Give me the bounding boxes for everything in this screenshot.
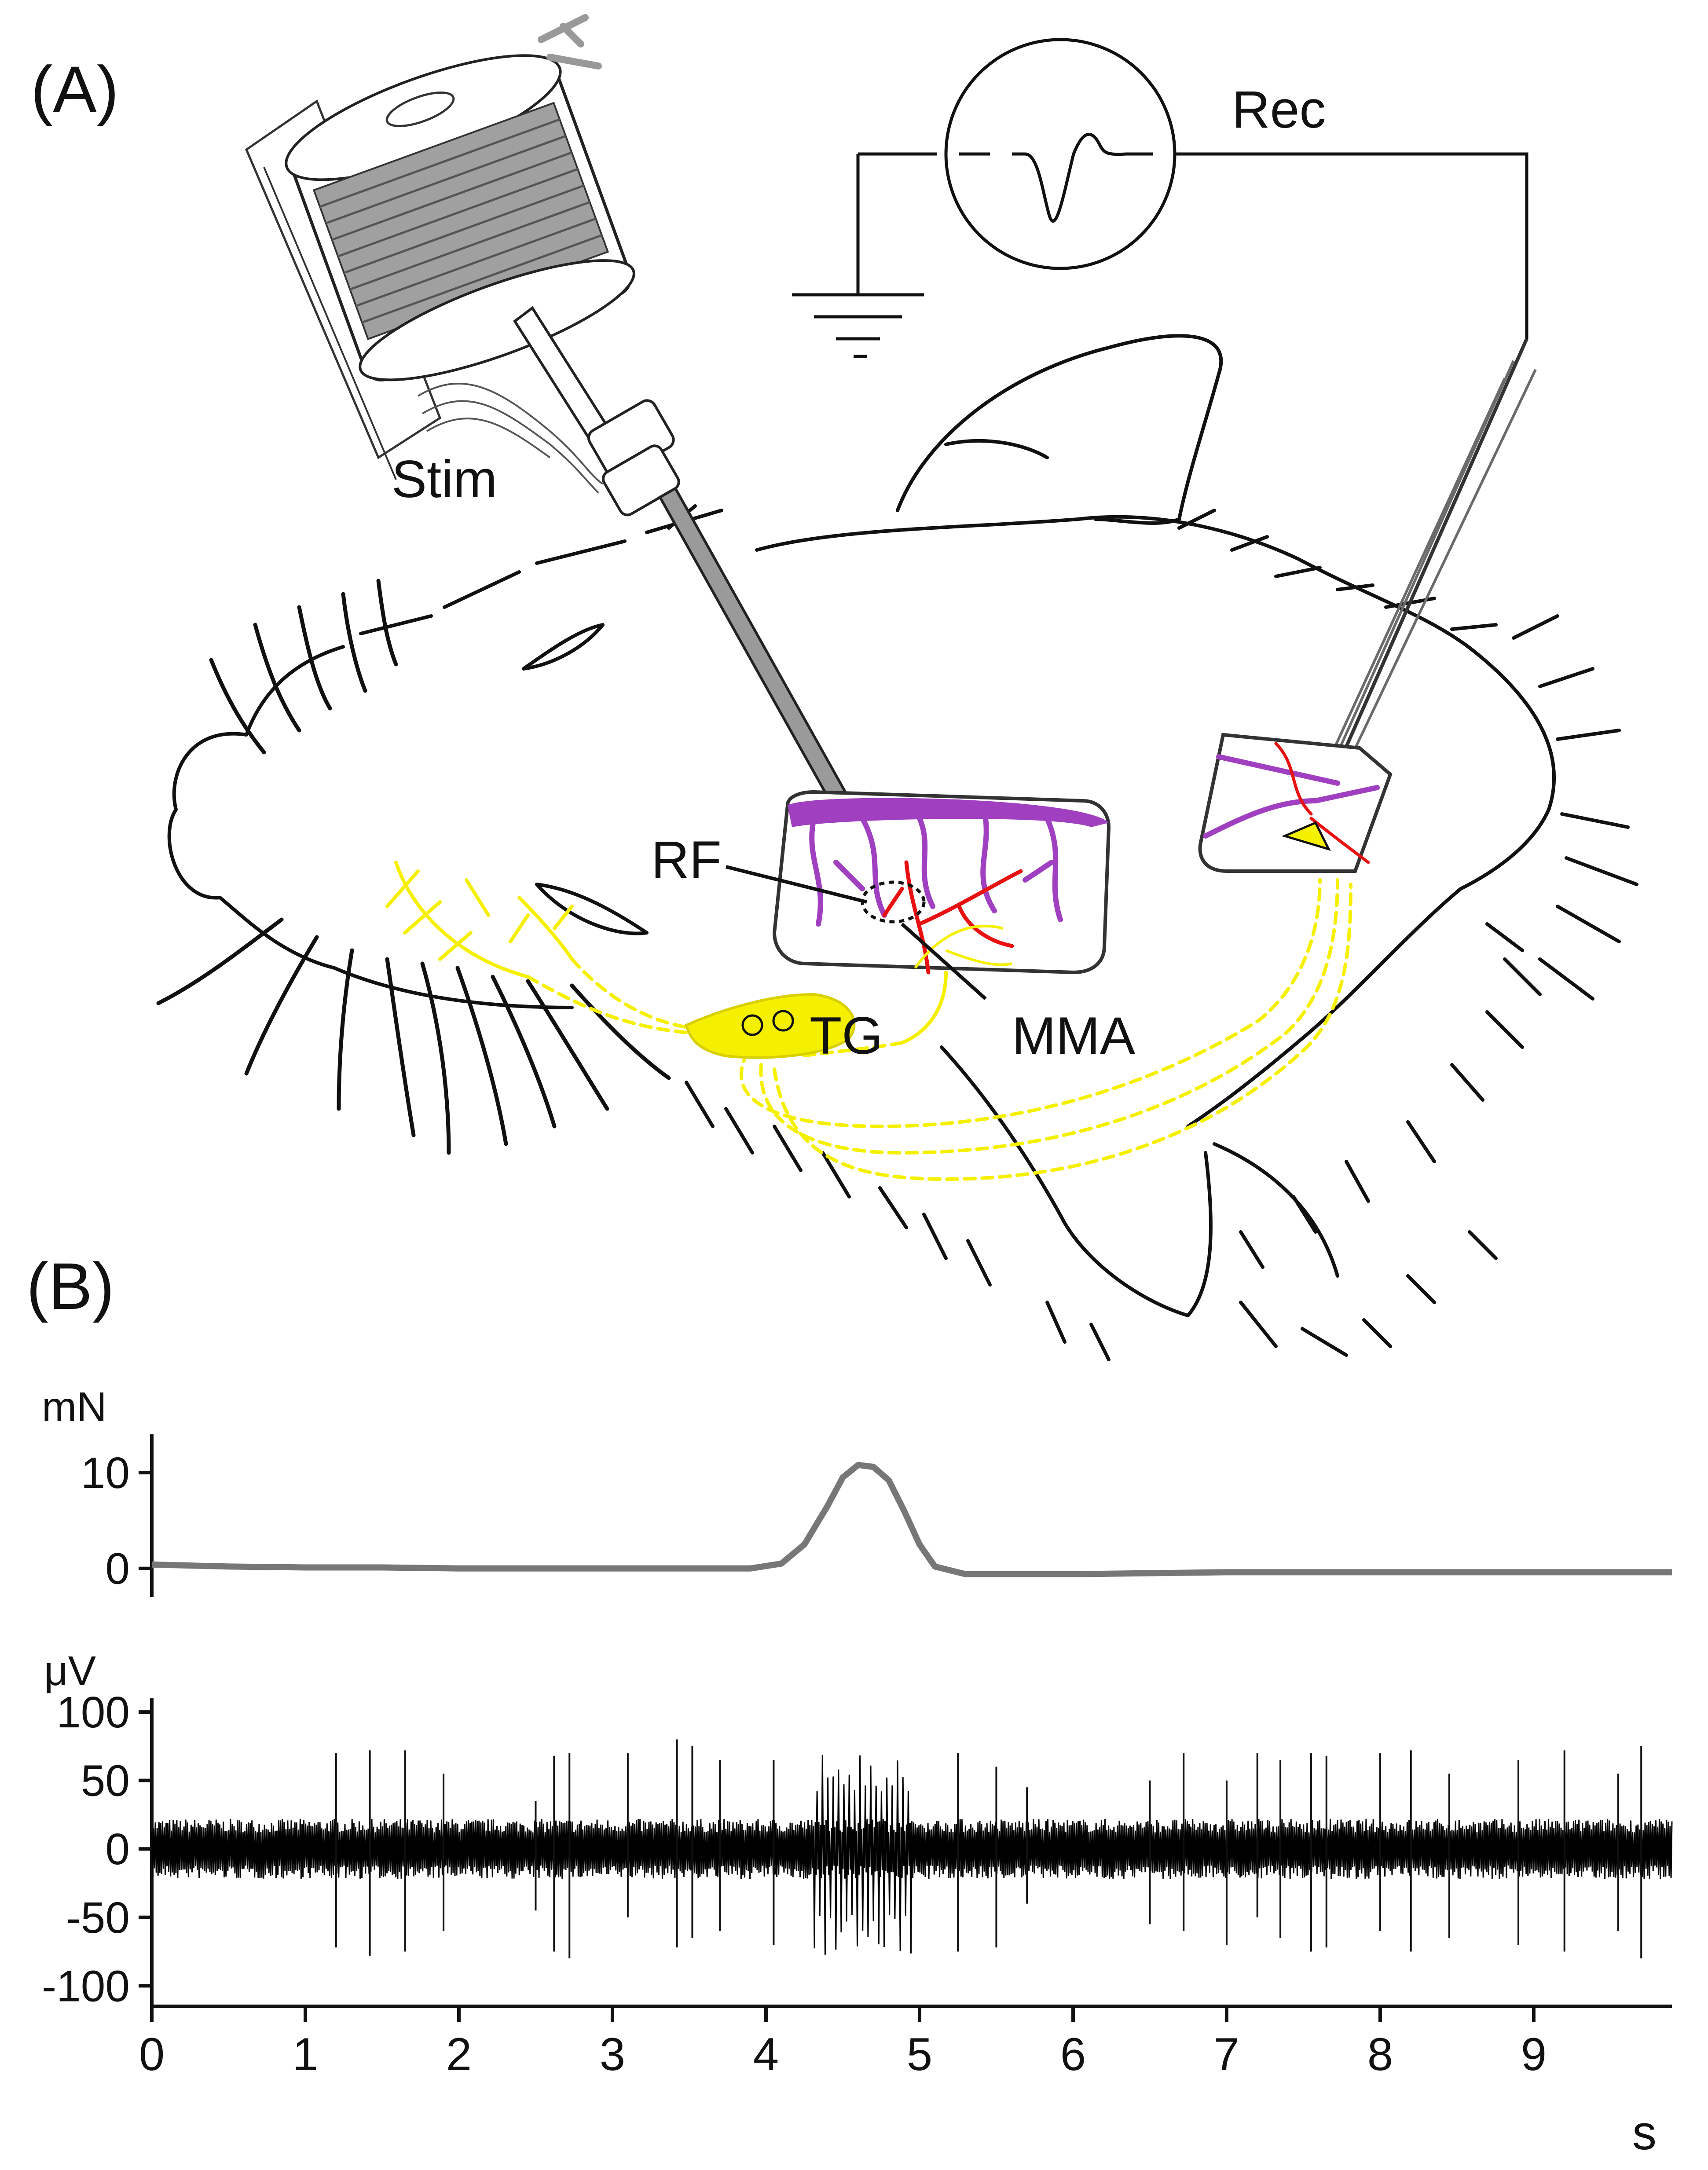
recording-window (1198, 733, 1393, 873)
rec-label: Rec (1232, 80, 1326, 139)
force-y-ticks: 0 10 (81, 1448, 152, 1594)
neuron-chart: μV 100 50 0 -50 -100 0 1 2 3 4 5 6 7 8 9 s (42, 1648, 1673, 2160)
neuron-y-tick-label: -50 (66, 1893, 130, 1943)
neuron-noise-trace (151, 1755, 1673, 1955)
neuron-y-tick-label: 0 (105, 1825, 130, 1874)
neuron-y-ticks: 100 50 0 -50 -100 (42, 1688, 152, 2011)
leader-lines (726, 865, 987, 1000)
neuron-x-tick-label: 3 (600, 2029, 625, 2080)
force-chart: mN 0 10 (42, 1384, 1672, 1597)
recorded-neuron-icon (1281, 821, 1331, 851)
mma-label: MMA (1012, 1006, 1135, 1065)
neuron-ylabel: μV (44, 1648, 96, 1694)
whiskers (156, 579, 671, 1155)
neuron-x-tick-label: 8 (1367, 2029, 1393, 2080)
force-trace (151, 1462, 1672, 1577)
neuron-x-tick-label: 5 (907, 2029, 932, 2080)
stim-label: Stim (392, 450, 497, 509)
neuron-x-tick-label: 9 (1521, 2029, 1547, 2080)
cable-icon (538, 14, 602, 70)
neuron-x-tick-label: 0 (139, 2029, 165, 2080)
neuron-y-tick-label: 100 (56, 1688, 130, 1737)
neuron-xlabel: s (1632, 2106, 1657, 2160)
mma-vessel (882, 860, 1023, 975)
stimulator-device: Stim (245, 14, 904, 904)
trigeminal-pathway (385, 861, 1352, 1181)
neuron-y-tick-label: 50 (81, 1756, 130, 1806)
neuron-x-tick-label: 1 (293, 2029, 318, 2080)
panel-a-label: (A) (31, 52, 119, 126)
tg-label: TG (810, 1006, 883, 1065)
neuron-spikes (335, 1739, 1642, 1959)
force-tick-label: 10 (81, 1448, 130, 1498)
dural-nerve-fibers (914, 924, 1012, 969)
force-tick-label: 0 (105, 1544, 130, 1594)
neuron-x-tick-label: 4 (753, 2029, 779, 2080)
neuron-x-ticks: 0 1 2 3 4 5 6 7 8 9 (139, 2006, 1547, 2080)
neuron-x-tick-label: 2 (446, 2029, 472, 2080)
neuron-x-tick-label: 6 (1060, 2029, 1086, 2080)
neuron-y-tick-label: -100 (42, 1961, 130, 2011)
cranial-window (772, 790, 1111, 975)
spike-waveform-icon (1012, 133, 1153, 223)
neuron-x-tick-label: 7 (1214, 2029, 1239, 2080)
force-ylabel: mN (42, 1384, 107, 1430)
rf-label: RF (651, 830, 722, 889)
recording-circuit: Rec (792, 38, 1528, 358)
panel-a-diagram: (A) (31, 14, 1638, 1361)
panel-b-label: (B) (26, 1249, 114, 1323)
trigeminal-ganglion (685, 993, 856, 1059)
